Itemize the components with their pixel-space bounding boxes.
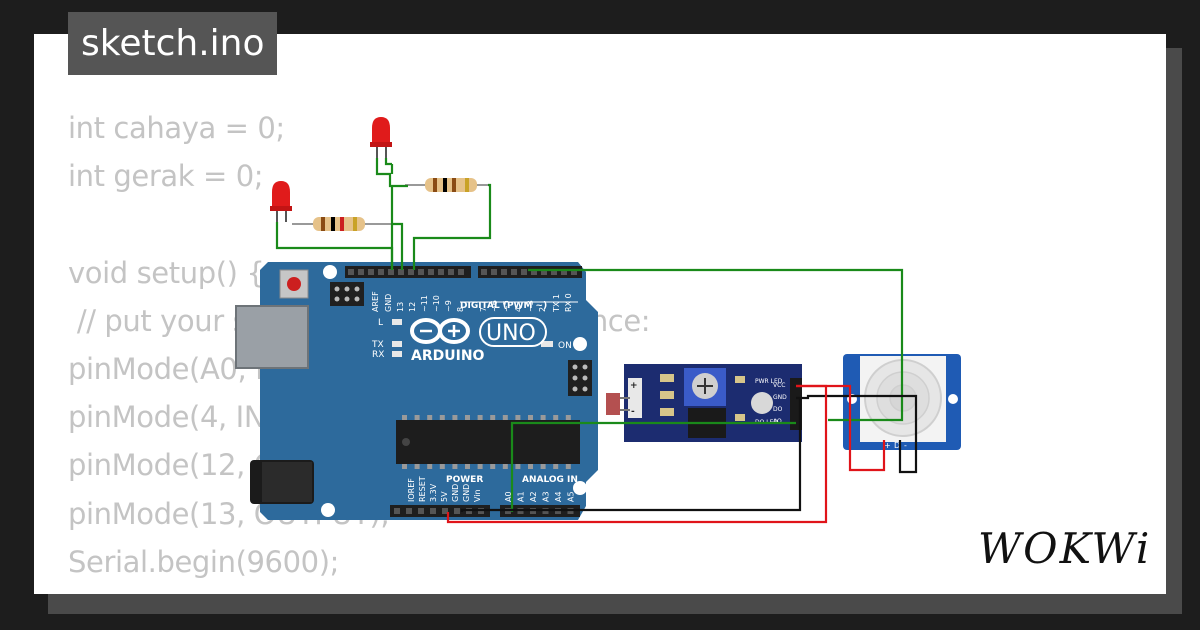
power-jack-inner <box>262 462 312 502</box>
icsp2-header <box>568 360 592 396</box>
digital-pin-label: 13 <box>396 302 405 312</box>
digital-pin-label: 7 <box>479 307 488 312</box>
mount-hole <box>321 503 335 517</box>
digital-pin-label: ~10 <box>432 295 441 312</box>
digital-pin-label: RX 0 <box>564 293 573 312</box>
ldr-socket <box>628 378 642 418</box>
digital-pin-label: AREF <box>371 291 380 312</box>
analog-header-label: ANALOG IN <box>522 475 578 485</box>
analog-pin-label: A3 <box>542 491 551 502</box>
digital-pin-label: 4 <box>514 307 523 312</box>
led-red-2[interactable] <box>270 181 292 222</box>
uno-badge <box>479 317 547 347</box>
tx-led <box>392 341 402 347</box>
code-line: Serial.begin(9600); <box>68 544 339 579</box>
on-led <box>541 341 553 347</box>
mount-hole <box>573 337 587 351</box>
digital-pin-label: ~6 <box>490 300 499 312</box>
wire-pir-vcc[interactable] <box>796 384 886 472</box>
power-pin-label: GND <box>451 484 460 502</box>
code-line: } <box>68 586 650 594</box>
usb-connector <box>235 305 309 369</box>
analog-pin-label: A2 <box>529 491 538 502</box>
mount-hole <box>323 265 337 279</box>
digital-pin-label: ~11 <box>420 295 429 312</box>
wire-pir-gnd[interactable] <box>796 394 918 474</box>
analog-pin-label: A5 <box>567 491 576 502</box>
digital-pin-label: TX 1 <box>552 294 561 313</box>
svg-text:+: + <box>630 381 638 391</box>
svg-text:-: - <box>631 407 635 417</box>
pir-pin-label: - <box>904 441 907 450</box>
power-pin-label: 3.3V <box>429 483 438 502</box>
code-line: int cahaya = 0; <box>68 111 285 145</box>
power-pin-label: IOREF <box>407 478 416 502</box>
arduino-logo-icon <box>410 318 470 344</box>
arduino-wordmark: ARDUINO <box>411 348 485 364</box>
pir-pin-label: + <box>884 441 891 450</box>
code-line: int gerak = 0; <box>68 159 264 194</box>
sketch-title: sketch.ino <box>68 12 278 75</box>
uno-label: UNO <box>486 321 536 346</box>
wire-resistor1-pin12[interactable] <box>412 183 492 270</box>
wire-resistor2-pin13[interactable] <box>392 222 404 270</box>
reset-button-cap[interactable] <box>287 277 301 291</box>
ldr-pin-label: GND <box>773 394 787 401</box>
ldr-pin-label: VCC <box>773 382 785 389</box>
wokwi-logo: WOKWi <box>978 524 1152 573</box>
digital-pin-label: ~9 <box>444 300 453 312</box>
analog-pin-label: A1 <box>517 491 526 502</box>
digital-pin-label: ~3 <box>526 300 535 312</box>
digital-pin-label: GND <box>384 294 393 312</box>
power-pin-label: 5V <box>440 491 449 502</box>
mount-hole <box>573 481 587 495</box>
microcontroller-chip <box>396 420 580 464</box>
pwr-led-label: PWR LED <box>755 378 783 385</box>
power-header-label: POWER <box>446 475 483 485</box>
wire-led1-anode <box>384 158 394 174</box>
rx-led <box>392 351 402 357</box>
l-label: L <box>378 318 383 328</box>
digital-pin-label: 2 <box>538 307 547 312</box>
photoresistor <box>606 393 620 415</box>
power-header <box>390 505 490 517</box>
resistor-2[interactable] <box>292 217 392 231</box>
wire-led2-gnd[interactable] <box>275 222 394 270</box>
pir-pin-label: D <box>894 441 900 450</box>
wire-ao-a0[interactable] <box>510 421 796 512</box>
ldr-pin-label: AO <box>773 418 782 425</box>
power-pin-label: Vin <box>473 489 482 502</box>
digital-header-label: DIGITAL (PWM ~) <box>460 301 547 311</box>
digital-pin-label: 8 <box>456 307 465 312</box>
analog-pin-label: A4 <box>554 491 563 502</box>
ldr-pin-label: DO <box>773 406 783 413</box>
tx-label: TX <box>371 340 384 350</box>
on-label: ON <box>558 341 572 351</box>
led-red-1[interactable] <box>370 117 392 158</box>
rx-label: RX <box>372 350 384 360</box>
wire-5v[interactable] <box>446 384 828 524</box>
icsp-header <box>330 282 364 306</box>
resistor-1[interactable] <box>405 178 488 192</box>
analog-pin-label: A0 <box>504 491 513 502</box>
code-line: void setup() { <box>68 255 265 290</box>
l-led <box>392 319 402 325</box>
digital-pin-label: ~5 <box>502 300 511 312</box>
wire-pin4-pir[interactable] <box>528 268 904 422</box>
power-pin-label: RESET <box>418 476 427 502</box>
power-pin-label: GND <box>462 484 471 502</box>
digital-pin-label: 12 <box>408 302 417 312</box>
